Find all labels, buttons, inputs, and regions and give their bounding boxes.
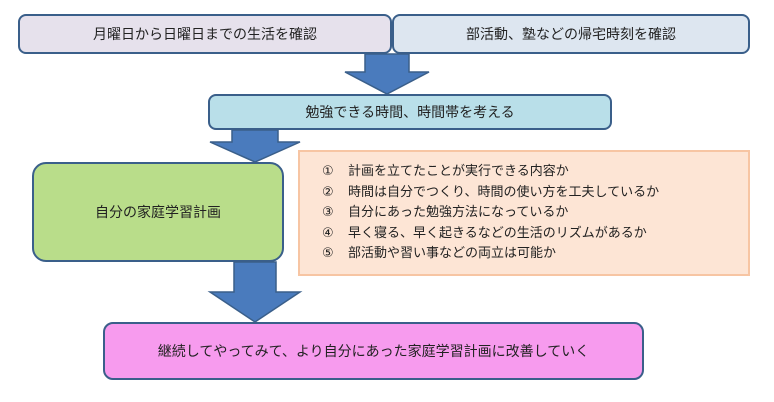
plan-checklist-panel: ① 計画を立てたことが実行できる内容か ② 時間は自分でつくり、時間の使い方を工夫して… xyxy=(298,150,750,276)
weekly-life-check-box: 月曜日から日曜日までの生活を確認 xyxy=(18,14,392,54)
plan-checklist: ① 計画を立てたことが実行できる内容か ② 時間は自分でつくり、時間の使い方を工夫して… xyxy=(322,162,748,265)
checklist-item-number: ③ xyxy=(322,205,334,220)
home-study-plan-label: 自分の家庭学習計画 xyxy=(95,205,221,221)
weekly-life-check-label: 月曜日から日曜日までの生活を確認 xyxy=(93,27,317,43)
continuous-improvement-label: 継続してやってみて、より自分にあった家庭学習計画に改善していく xyxy=(157,344,590,360)
study-time-box: 勉強できる時間、時間帯を考える xyxy=(208,94,612,130)
down-arrow-3-icon xyxy=(207,261,303,323)
checklist-item: ④ 早く寝る、早く起きるなどの生活のリズムがあるか xyxy=(322,224,748,245)
checklist-item-text: 自分にあった勉強方法になっているか xyxy=(348,205,569,220)
return-time-check-box: 部活動、塾などの帰宅時刻を確認 xyxy=(392,14,750,54)
checklist-item: ② 時間は自分でつくり、時間の使い方を工夫しているか xyxy=(322,183,748,204)
checklist-item-text: 早く寝る、早く起きるなどの生活のリズムがあるか xyxy=(348,225,647,241)
checklist-item-text: 計画を立てたことが実行できる内容か xyxy=(348,164,569,179)
checklist-item-text: 時間は自分でつくり、時間の使い方を工夫しているか xyxy=(348,184,660,200)
checklist-item-number: ④ xyxy=(322,225,334,241)
down-arrow-1-icon xyxy=(344,53,430,95)
continuous-improvement-box: 継続してやってみて、より自分にあった家庭学習計画に改善していく xyxy=(103,322,644,380)
checklist-item-number: ⑤ xyxy=(322,246,334,261)
down-arrow-2-icon xyxy=(209,129,301,163)
checklist-item-number: ① xyxy=(322,164,334,179)
home-study-plan-box: 自分の家庭学習計画 xyxy=(32,162,284,262)
checklist-item: ③ 自分にあった勉強方法になっているか xyxy=(322,203,748,224)
checklist-item: ① 計画を立てたことが実行できる内容か xyxy=(322,162,748,183)
checklist-item-text: 部活動や習い事などの両立は可能か xyxy=(348,246,557,261)
checklist-item-number: ② xyxy=(322,184,334,200)
return-time-check-label: 部活動、塾などの帰宅時刻を確認 xyxy=(466,27,676,43)
checklist-item: ⑤ 部活動や習い事などの両立は可能か xyxy=(322,244,748,265)
study-time-label: 勉強できる時間、時間帯を考える xyxy=(305,105,515,121)
